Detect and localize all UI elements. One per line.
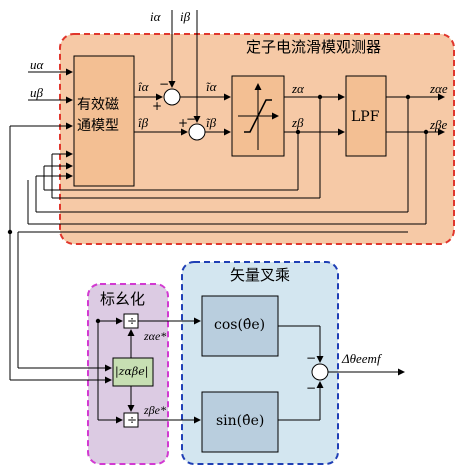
signal-z-beta: zβ — [292, 115, 304, 130]
sin-label: sin(θ̂e) — [216, 413, 265, 429]
signal-delta-theta: Δθeemf — [342, 351, 381, 366]
signal-i-alpha-tilde: ĩα — [206, 79, 217, 94]
flux-model-line2: 通模型 — [77, 118, 119, 134]
signal-i-alpha: iα — [150, 9, 161, 24]
signal-u-alpha: uα — [30, 57, 44, 72]
signal-z-beta-e: zβe — [430, 117, 448, 132]
sign-function-curve — [238, 83, 279, 150]
sign-alpha-minus: − — [159, 77, 170, 91]
magnitude-block — [112, 357, 154, 387]
cross-product-title: 矢量叉乘 — [230, 266, 291, 284]
signal-u-beta: uβ — [30, 85, 43, 100]
sign-beta-minus: − — [186, 112, 197, 126]
signal-i-beta-hat: îβ — [138, 115, 149, 130]
signal-i-beta-tilde: ĩβ — [206, 115, 217, 130]
lpf-block — [345, 75, 387, 157]
sum-junction-theta — [311, 363, 329, 381]
signal-i-alpha-hat: îα — [138, 79, 149, 94]
magnitude-label: |zαβe| — [115, 365, 149, 378]
signal-z-alpha: zα — [292, 81, 304, 96]
cos-block — [201, 295, 279, 357]
sign-alpha-plus: + — [152, 99, 163, 113]
lpf-label: LPF — [351, 109, 380, 125]
observer-title: 定子电流滑模观测器 — [246, 38, 382, 56]
sum-junction-beta — [188, 123, 206, 141]
signal-i-beta: iβ — [180, 9, 191, 24]
signal-z-beta-e-star: zβe* — [144, 403, 166, 417]
sign-theta-minus-bottom: − — [306, 381, 317, 395]
flux-model-block — [73, 55, 135, 187]
junction-dots — [7, 94, 429, 324]
sum-junction-alpha — [163, 88, 181, 106]
divider-top-symbol: ÷ — [127, 314, 138, 328]
divider-bottom-symbol: ÷ — [127, 413, 138, 427]
signal-wires — [9, 10, 445, 424]
sin-block — [201, 391, 279, 453]
flux-model-line1: 有效磁 — [77, 97, 119, 113]
signal-z-alpha-e: zαe — [430, 81, 448, 96]
signal-z-alpha-e-star: zαe* — [144, 329, 167, 343]
normalization-title: 标幺化 — [100, 290, 146, 308]
sign-theta-minus-top: − — [306, 351, 317, 365]
cos-label: cos(θ̂e) — [214, 317, 266, 333]
sign-beta-plus: + — [178, 116, 189, 130]
